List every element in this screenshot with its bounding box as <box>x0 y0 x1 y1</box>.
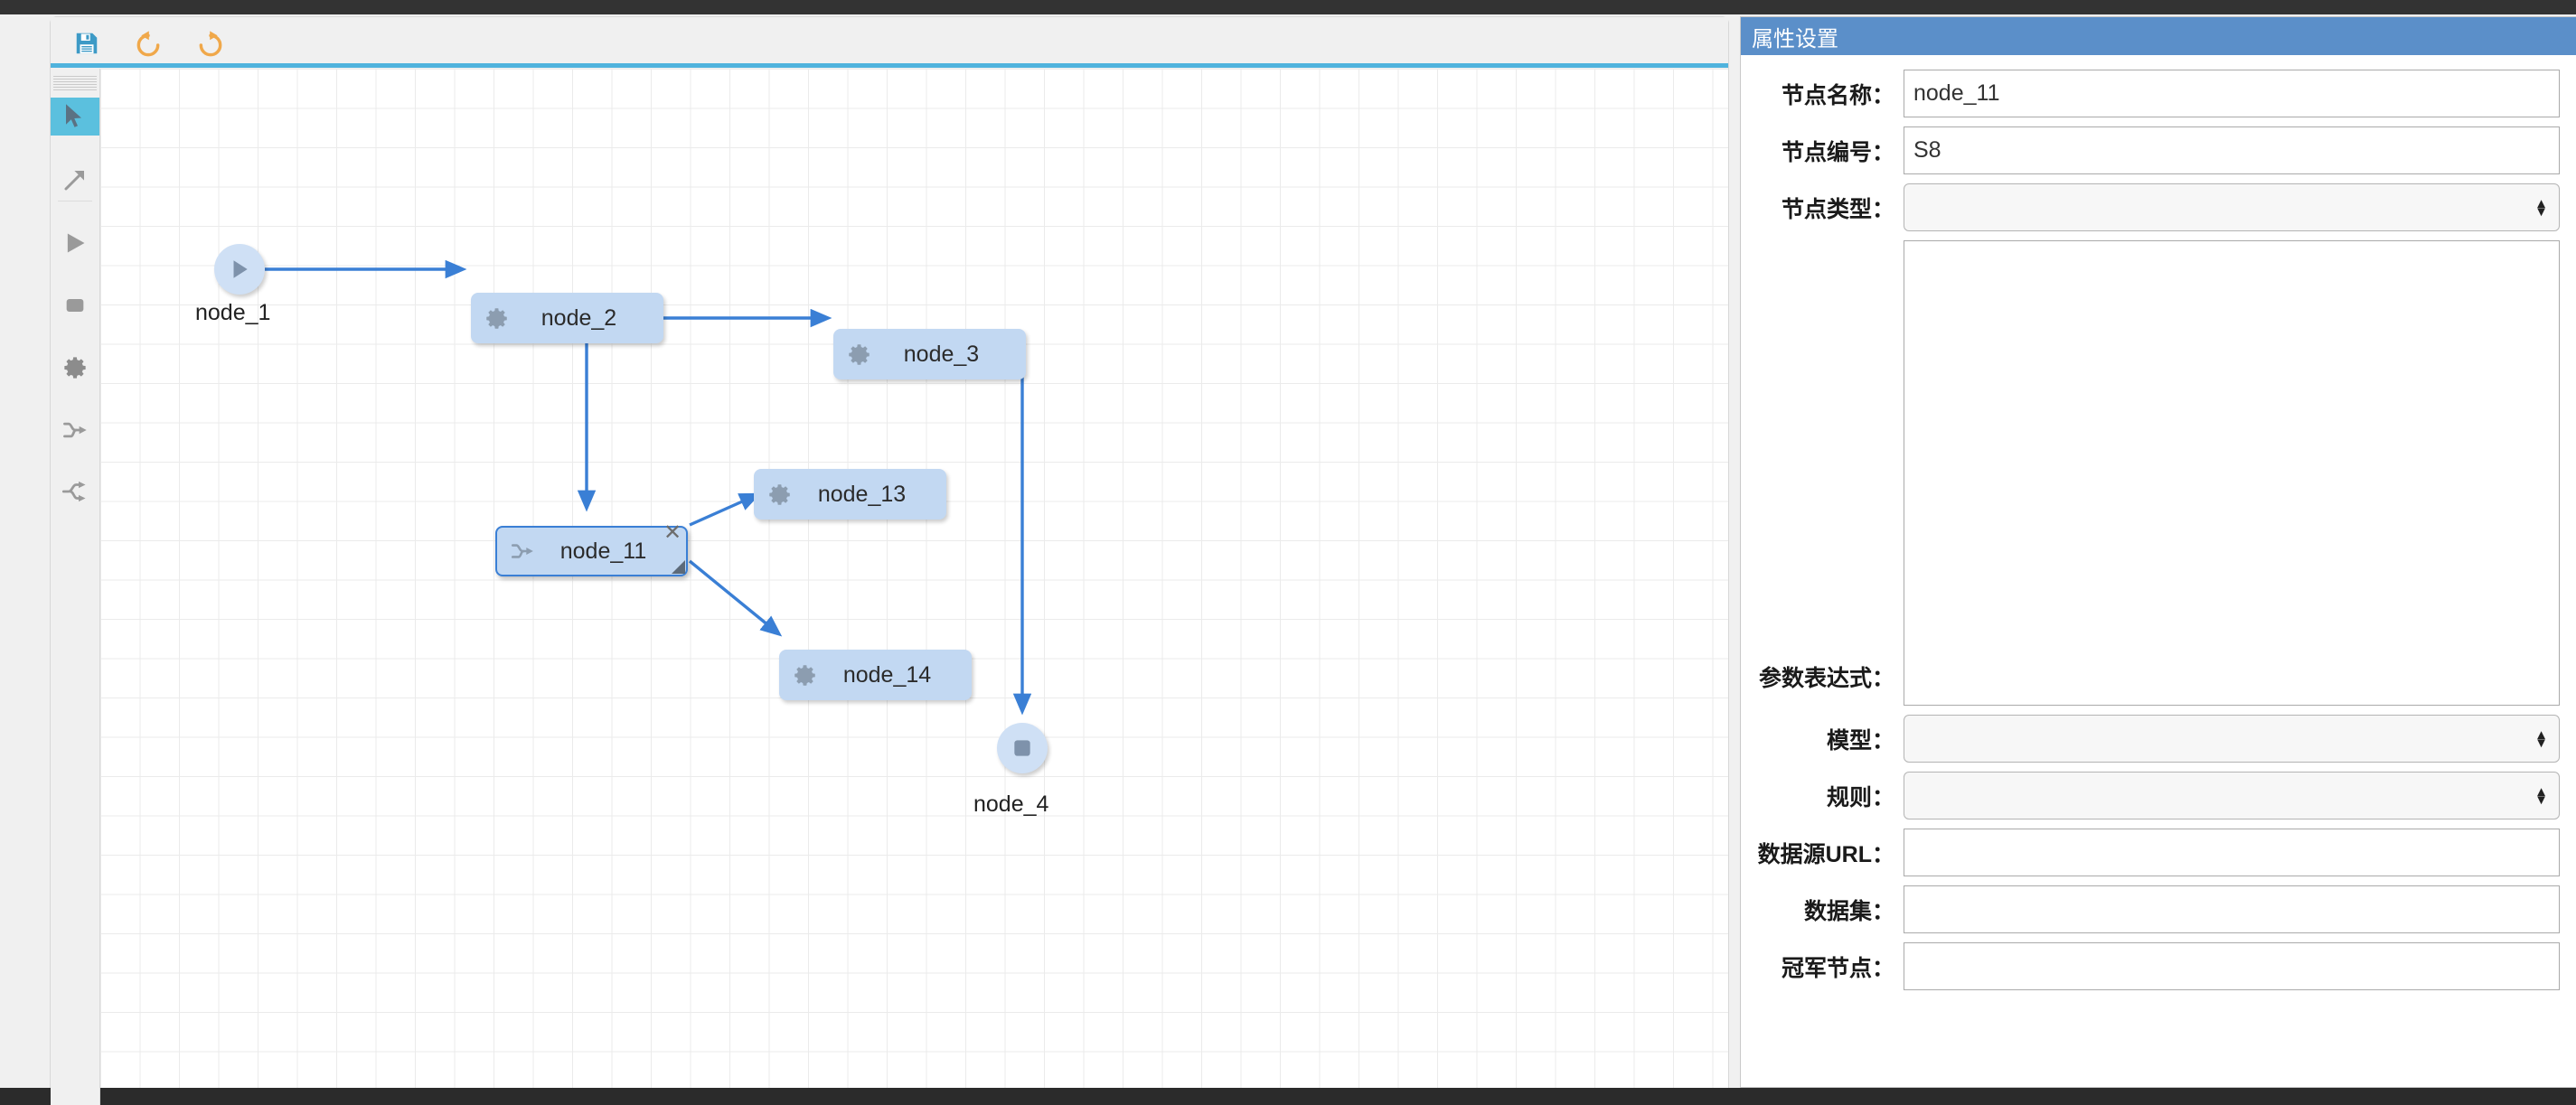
edge-node11-node14 <box>688 559 783 637</box>
label-model: 模型： <box>1826 727 1894 754</box>
flow-node-node_4[interactable] <box>997 723 1048 773</box>
window-top-strip <box>0 0 2576 14</box>
floppy-disk-icon <box>76 33 98 54</box>
node-number-input[interactable] <box>1904 126 2560 174</box>
rule-select[interactable]: ▲▼ <box>1904 772 2560 819</box>
flow-node-label-node_13: node_13 <box>817 481 907 507</box>
chevron-updown-icon: ▲▼ <box>2534 783 2548 808</box>
chevron-updown-icon: ▲▼ <box>2534 726 2548 751</box>
flow-node-label-node_11: node_11 <box>559 538 647 564</box>
label-champion-node: 冠军节点： <box>1781 955 1894 981</box>
play-triangle-icon <box>233 260 248 278</box>
dataset-input[interactable] <box>1904 885 2560 933</box>
stop-square-icon <box>1014 740 1030 756</box>
label-node-number: 节点编号： <box>1781 139 1894 165</box>
sidebar-item-process-node-tool[interactable] <box>51 349 99 387</box>
gear-icon <box>846 342 871 367</box>
stop-square-icon <box>66 299 84 312</box>
field-row-model: 模型： ▲▼ <box>1741 715 2560 763</box>
flow-node-node_3[interactable]: node_3 <box>833 329 1026 379</box>
cursor-arrow-icon <box>66 104 81 127</box>
sidebar-item-merge-node-tool[interactable] <box>51 411 99 449</box>
gear-icon <box>792 662 817 688</box>
sidebar-item-split-node-tool[interactable] <box>51 473 99 510</box>
datasource-url-input[interactable] <box>1904 829 2560 876</box>
sidebar-item-end-node-tool[interactable] <box>51 286 99 324</box>
sidebar-item-connect-tool[interactable] <box>51 161 99 199</box>
flow-node-label-node_14: node_14 <box>842 661 932 688</box>
label-param-expression: 参数表达式： <box>1758 666 1894 691</box>
diagonal-arrow-icon <box>64 171 84 191</box>
label-datasource-url: 数据源URL： <box>1757 841 1894 867</box>
field-row-rule: 规则： ▲▼ <box>1741 772 2560 819</box>
properties-panel-title: 属性设置 <box>1741 17 2576 55</box>
gear-icon <box>484 305 509 331</box>
sidebar-item-select-tool[interactable] <box>51 98 99 136</box>
field-row-node-type: 节点类型： ▲▼ <box>1741 183 2560 231</box>
champion-node-input[interactable] <box>1904 942 2560 990</box>
redo-arrow-icon <box>199 31 222 57</box>
tool-rail <box>51 69 100 1105</box>
field-row-param-expression: 参数表达式： <box>1741 240 2560 706</box>
flow-node-label-node_2: node_2 <box>541 304 617 331</box>
flow-node-node_2[interactable]: node_2 <box>471 293 663 343</box>
label-node-type: 节点类型： <box>1781 196 1894 222</box>
properties-panel: 属性设置 节点名称： 节点编号： 节点类型： ▲▼ 参数表达式： <box>1740 16 2576 1088</box>
param-expression-textarea[interactable] <box>1904 240 2560 706</box>
label-dataset: 数据集： <box>1803 898 1894 924</box>
field-row-datasource-url: 数据源URL： <box>1741 829 2560 876</box>
flow-canvas[interactable]: node_1 node_2 node_3 <box>100 69 1728 1088</box>
edge-node11-node13 <box>689 492 761 527</box>
resize-handle[interactable] <box>672 560 685 574</box>
field-row-champion-node: 冠军节点： <box>1741 942 2560 990</box>
label-node-name: 节点名称： <box>1781 82 1894 108</box>
gear-icon <box>766 482 792 507</box>
flow-node-node_11[interactable]: node_11 ✕ <box>495 520 688 576</box>
flow-node-node_1[interactable] <box>214 244 265 295</box>
merge-arrows-icon <box>510 538 535 564</box>
sidebar-item-start-node-tool[interactable] <box>51 224 99 262</box>
field-row-dataset: 数据集： <box>1741 885 2560 933</box>
properties-form: 节点名称： 节点编号： 节点类型： ▲▼ 参数表达式： 模型： ▲▼ <box>1741 55 2576 990</box>
field-row-node-number: 节点编号： <box>1741 126 2560 174</box>
flow-node-caption-node_1: node_1 <box>195 300 271 325</box>
flow-node-label-node_3: node_3 <box>903 341 980 367</box>
undo-arrow-icon <box>136 31 160 57</box>
close-icon[interactable]: ✕ <box>663 520 682 545</box>
chevron-updown-icon: ▲▼ <box>2534 195 2548 220</box>
merge-arrows-icon <box>63 422 87 438</box>
label-rule: 规则： <box>1826 784 1894 810</box>
split-arrows-icon <box>61 481 86 502</box>
play-triangle-icon <box>67 233 85 253</box>
field-row-node-name: 节点名称： <box>1741 70 2560 117</box>
gear-icon <box>64 357 86 379</box>
canvas-card: node_1 node_2 node_3 <box>50 16 1729 1105</box>
undo-button[interactable] <box>130 26 166 61</box>
node-name-input[interactable] <box>1904 70 2560 117</box>
node-type-select[interactable]: ▲▼ <box>1904 183 2560 231</box>
model-select[interactable]: ▲▼ <box>1904 715 2560 763</box>
flow-node-node_14[interactable]: node_14 <box>779 650 972 700</box>
flow-node-node_13[interactable]: node_13 <box>754 469 946 520</box>
rail-drag-handle[interactable] <box>53 73 97 93</box>
save-button[interactable] <box>69 26 105 61</box>
edge-layer <box>265 259 1032 716</box>
canvas-toolbar <box>51 17 1728 68</box>
redo-button[interactable] <box>193 26 229 61</box>
flow-node-caption-node_4: node_4 <box>973 791 1049 817</box>
